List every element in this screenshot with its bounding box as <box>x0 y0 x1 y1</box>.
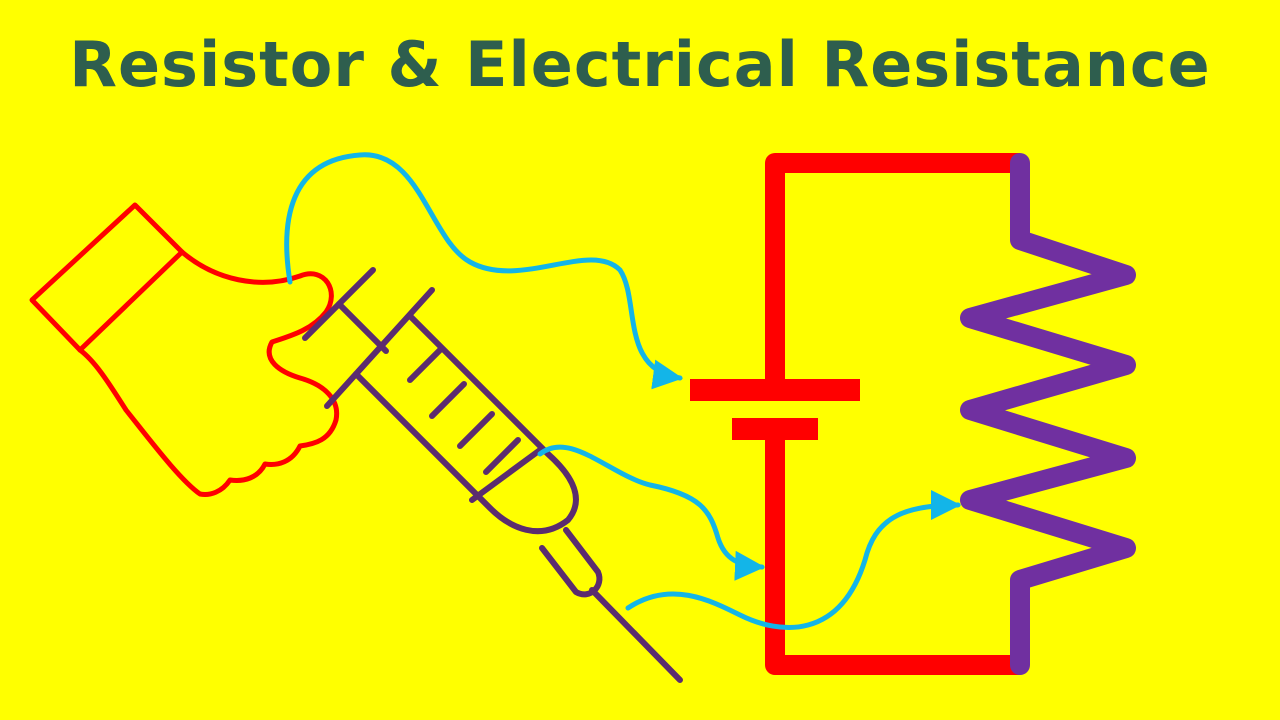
battery-cell <box>690 379 860 440</box>
syringe-outline <box>302 267 683 683</box>
syringe-needle <box>589 587 683 683</box>
flow-line-to-resistor <box>625 490 961 630</box>
hand-cuff <box>29 202 185 353</box>
battery-negative-plate <box>732 418 818 440</box>
hand-fingers <box>77 249 340 497</box>
syringe-mark-2 <box>429 381 467 419</box>
battery-positive-plate <box>690 379 860 401</box>
flow-lines <box>284 152 961 630</box>
flow-line-to-wire <box>537 444 765 581</box>
page-title: Resistor & Electrical Resistance <box>69 28 1211 101</box>
flow-line-to-battery <box>284 152 683 390</box>
syringe-barrel <box>353 313 579 535</box>
syringe-mark-4 <box>483 437 521 475</box>
syringe-flange <box>324 287 435 409</box>
circuit-wire <box>765 153 1020 675</box>
syringe-mark-1 <box>407 347 443 383</box>
syringe-plunger <box>336 301 389 354</box>
syringe-mark-3 <box>457 411 495 449</box>
wire-bottom <box>765 432 1020 675</box>
zigzag-resistor <box>960 153 1136 675</box>
wire-top <box>765 153 1020 390</box>
syringe-hub <box>539 527 603 598</box>
hand-outline <box>29 202 340 497</box>
syringe-mark-5 <box>469 447 543 503</box>
